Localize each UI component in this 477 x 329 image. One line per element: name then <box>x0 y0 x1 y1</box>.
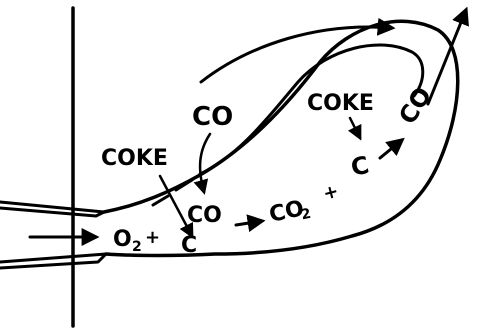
inner-co-path <box>151 43 425 207</box>
svg-text:O: O <box>113 227 132 252</box>
co-right-label: CO <box>393 82 437 129</box>
tuyere-pipe <box>0 200 108 270</box>
reaction-arrow-1 <box>234 214 266 233</box>
co2-label: CO 2 <box>267 196 313 228</box>
o2-label: O 2 <box>113 227 142 255</box>
plus-left-label: + <box>145 227 160 248</box>
gas-outlet-arrow <box>426 6 469 106</box>
coke-right-label: COKE <box>307 91 374 116</box>
c-left-label: C <box>181 233 197 258</box>
coke-left-label: COKE <box>101 146 168 171</box>
reaction-arrow-2 <box>378 137 405 160</box>
c-right-label: C <box>348 151 371 182</box>
plus-right-label: + <box>321 181 341 205</box>
coke-right-arrow <box>347 116 362 141</box>
svg-text:2: 2 <box>132 239 142 255</box>
co-middle-label: CO <box>187 203 222 228</box>
co-top-arrow <box>199 17 396 84</box>
co-top-label: CO <box>192 102 233 132</box>
coke-left-arrow <box>158 174 194 239</box>
svg-text:2: 2 <box>300 206 313 224</box>
co-down-arrow <box>193 132 212 195</box>
